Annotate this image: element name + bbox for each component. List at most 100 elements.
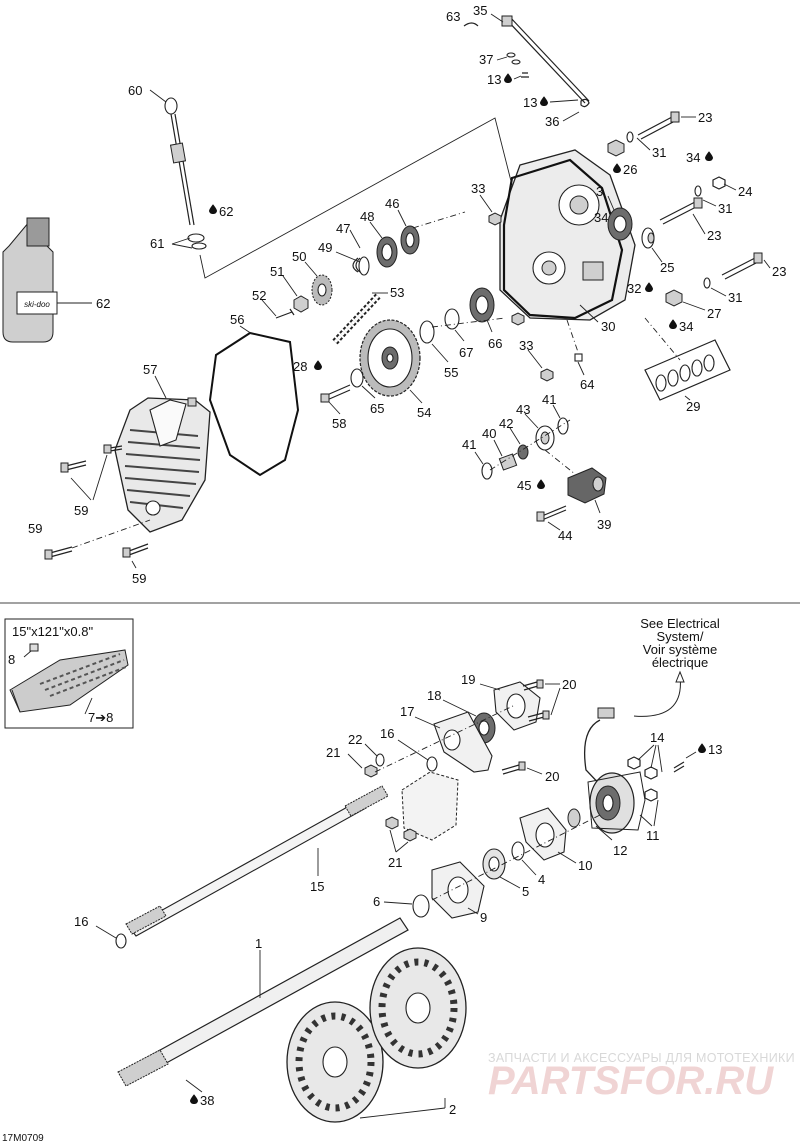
bearing-plate-19 <box>493 681 541 731</box>
electrical-note-line2: System/ <box>657 629 704 644</box>
callout-12: 12 <box>613 843 627 858</box>
callout-39: 39 <box>597 517 611 532</box>
callout-23-a: 23 <box>698 110 712 125</box>
drop-icon <box>645 282 653 292</box>
callout-16-bottom: 16 <box>74 914 88 929</box>
gasket-56 <box>208 331 300 477</box>
callout-9: 9 <box>480 910 487 925</box>
track-inset: 15"x121"x0.8" 8 7➔8 <box>4 618 134 729</box>
callout-48: 48 <box>360 209 374 224</box>
callout-45: 45 <box>517 478 531 493</box>
callout-51: 51 <box>270 264 284 279</box>
bolt-23-b <box>659 197 703 225</box>
callout-40: 40 <box>482 426 496 441</box>
bolt-23-c <box>721 252 763 280</box>
dipstick <box>164 97 207 250</box>
drop-icon <box>705 151 713 161</box>
callout-47: 47 <box>336 221 350 236</box>
drive-sprocket-rear <box>369 947 467 1069</box>
callout-2: 2 <box>449 1102 456 1117</box>
nut-26 <box>607 131 634 157</box>
callout-61: 61 <box>150 236 164 251</box>
drop-icon <box>669 319 677 329</box>
callout-38: 38 <box>200 1093 214 1108</box>
callout-8: 8 <box>8 652 15 667</box>
sprocket-54 <box>359 319 421 397</box>
bearing-46 <box>400 225 420 255</box>
callout-19: 19 <box>461 672 475 687</box>
callout-22: 22 <box>348 732 362 747</box>
callout-55: 55 <box>444 365 458 380</box>
callout-52: 52 <box>252 288 266 303</box>
callout-36: 36 <box>545 114 559 129</box>
callout-13-mid: 13 <box>523 95 537 110</box>
callout-59-bottom: 59 <box>132 571 146 586</box>
drive-shaft-15 <box>125 785 389 937</box>
callout-34-top: 34 <box>686 150 700 165</box>
callout-1: 1 <box>255 936 262 951</box>
callout-4: 4 <box>538 872 545 887</box>
callout-67: 67 <box>459 345 473 360</box>
callout-31-c: 31 <box>728 290 742 305</box>
callout-18: 18 <box>427 688 441 703</box>
callout-62-bottle: 62 <box>96 296 110 311</box>
callout-13-top: 13 <box>487 72 501 87</box>
callout-27: 27 <box>707 306 721 321</box>
callout-3: 3 <box>596 184 603 199</box>
drop-icon <box>190 1094 198 1104</box>
callout-49: 49 <box>318 240 332 255</box>
arrow-icon <box>633 675 681 717</box>
speed-sensor <box>583 707 615 791</box>
callout-57: 57 <box>143 362 157 377</box>
callout-62-dipstick: 62 <box>219 204 233 219</box>
callout-35: 35 <box>473 3 487 18</box>
callout-42: 42 <box>499 416 513 431</box>
diagram-ref: 17M0709 <box>2 1133 44 1144</box>
callout-59-left: 59 <box>28 521 42 536</box>
track-spec: 15"x121"x0.8" <box>12 624 93 639</box>
callout-31-a: 31 <box>652 145 666 160</box>
callout-33-bottom: 33 <box>519 338 533 353</box>
callout-14: 14 <box>650 730 664 745</box>
callout-64: 64 <box>580 377 594 392</box>
drop-icon <box>314 360 322 370</box>
oil-bottle: ski-doo <box>2 217 58 343</box>
adjuster-rod <box>501 15 590 108</box>
callout-63: 63 <box>446 9 460 24</box>
callout-60: 60 <box>128 83 142 98</box>
callout-11: 11 <box>646 828 660 843</box>
nut-12 <box>567 808 581 828</box>
drop-icon <box>540 96 548 106</box>
bearing-66 <box>469 287 495 323</box>
callout-28: 28 <box>293 359 307 374</box>
callout-5: 5 <box>522 884 529 899</box>
callout-10: 10 <box>578 858 592 873</box>
callout-53: 53 <box>390 285 404 300</box>
shim-washers-29 <box>644 339 731 401</box>
callout-58: 58 <box>332 416 346 431</box>
callout-46: 46 <box>385 196 399 211</box>
drop-icon <box>504 73 512 83</box>
callout-32: 32 <box>627 281 641 296</box>
bearing-5 <box>482 848 506 880</box>
callout-26: 26 <box>623 162 637 177</box>
electrical-note-line4: électrique <box>652 655 708 670</box>
bracket-17 <box>433 711 493 773</box>
bearing-48 <box>376 236 398 268</box>
callout-20-bottom: 20 <box>545 769 559 784</box>
chaincase-housing <box>499 149 636 321</box>
callout-54: 54 <box>417 405 431 420</box>
callout-23-b: 23 <box>707 228 721 243</box>
callout-66: 66 <box>488 336 502 351</box>
electrical-note-line1: See Electrical <box>640 616 720 631</box>
callout-37: 37 <box>479 52 493 67</box>
side-cover-57 <box>114 397 211 533</box>
callout-21-bottom: 21 <box>388 855 402 870</box>
callout-30: 30 <box>601 319 615 334</box>
callout-25: 25 <box>660 260 674 275</box>
callout-16-top: 16 <box>380 726 394 741</box>
callout-33-top: 33 <box>471 181 485 196</box>
flange-9 <box>431 861 485 919</box>
callout-50: 50 <box>292 249 306 264</box>
drive-sprocket-front <box>286 1001 384 1123</box>
